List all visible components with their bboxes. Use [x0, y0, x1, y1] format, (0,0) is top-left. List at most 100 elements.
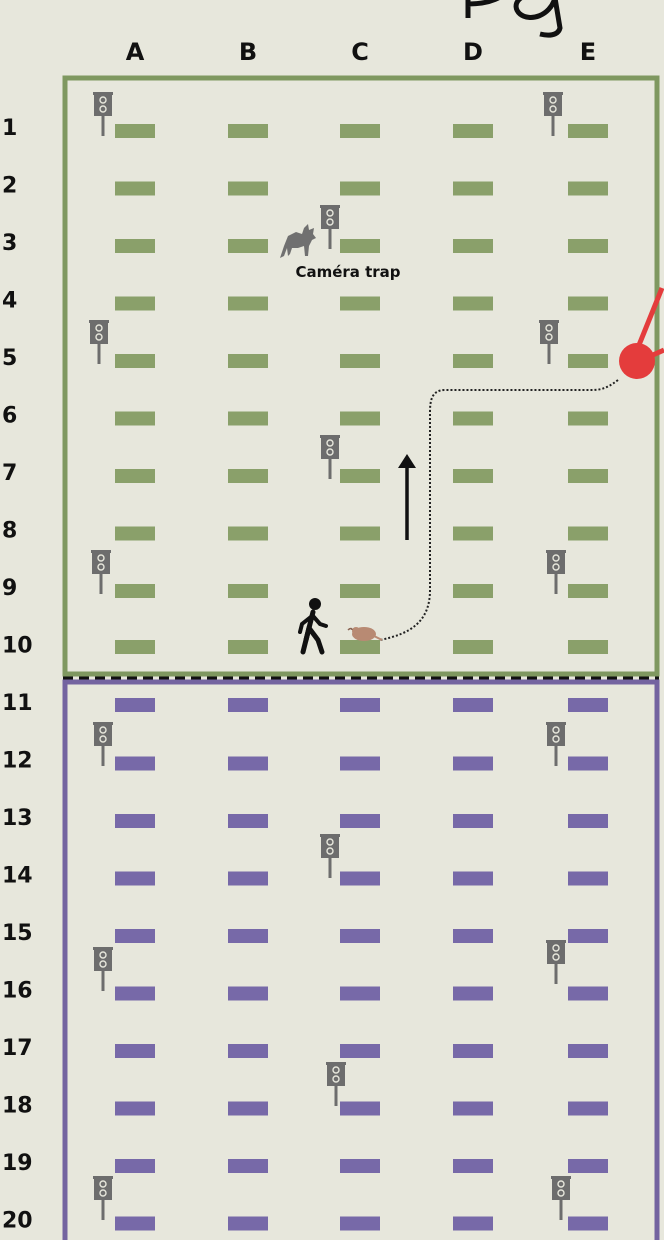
plot-marker	[568, 872, 608, 886]
column-label: E	[580, 38, 596, 66]
plot-marker	[568, 1159, 608, 1173]
plot-marker	[568, 929, 608, 943]
plot-marker	[228, 412, 268, 426]
row-label: 1	[2, 116, 17, 141]
column-label: B	[239, 38, 257, 66]
camera-trap-icon	[89, 320, 109, 364]
plot-marker	[340, 124, 380, 138]
plot-marker	[115, 1217, 155, 1231]
plot-marker	[228, 354, 268, 368]
plot-marker	[568, 1102, 608, 1116]
row-label: 3	[2, 231, 17, 256]
plot-marker	[453, 987, 493, 1001]
plot-marker	[568, 1044, 608, 1058]
plot-marker	[340, 527, 380, 541]
plot-marker	[568, 182, 608, 196]
plot-marker	[453, 698, 493, 712]
camera-trap-icon	[543, 92, 563, 136]
plot-marker	[453, 527, 493, 541]
camera-trap-icon	[546, 550, 566, 594]
row-label: 8	[2, 519, 17, 544]
camera-trap-icon	[326, 1062, 346, 1106]
plot-marker	[115, 124, 155, 138]
column-label: C	[351, 38, 369, 66]
plot-marker	[115, 929, 155, 943]
plot-marker	[453, 640, 493, 654]
plot-marker	[340, 239, 380, 253]
column-label: D	[463, 38, 483, 66]
plot-marker	[453, 929, 493, 943]
plot-marker	[340, 929, 380, 943]
camera-trap-icon	[93, 92, 113, 136]
column-label: A	[126, 38, 145, 66]
row-label: 19	[2, 1151, 33, 1176]
plot-marker	[453, 757, 493, 771]
plot-marker	[228, 469, 268, 483]
plot-marker	[340, 469, 380, 483]
plot-marker	[340, 182, 380, 196]
plot-marker	[340, 297, 380, 311]
plot-marker	[228, 239, 268, 253]
plot-marker	[115, 987, 155, 1001]
camera-trap-icon	[93, 947, 113, 991]
plot-marker	[228, 698, 268, 712]
row-label: 20	[2, 1209, 33, 1234]
plot-marker	[228, 584, 268, 598]
plot-marker	[568, 239, 608, 253]
plot-marker	[228, 987, 268, 1001]
camera-trap-label: Caméra trap	[295, 263, 400, 281]
wolf-icon	[280, 224, 316, 258]
plot-marker	[568, 987, 608, 1001]
plot-marker	[115, 182, 155, 196]
plot-marker	[453, 1102, 493, 1116]
plot-marker	[568, 527, 608, 541]
plot-marker	[115, 872, 155, 886]
plot-marker	[568, 640, 608, 654]
plot-marker	[453, 124, 493, 138]
row-label: 2	[2, 174, 17, 199]
plot-marker	[568, 124, 608, 138]
camera-trap-icon	[546, 940, 566, 984]
plot-marker	[228, 1217, 268, 1231]
row-label: 17	[2, 1036, 33, 1061]
row-label: 7	[2, 461, 17, 486]
cropped-title-fragment	[516, 0, 560, 35]
plot-marker	[340, 412, 380, 426]
plot-marker	[568, 584, 608, 598]
plot-marker	[340, 987, 380, 1001]
row-label: 16	[2, 979, 33, 1004]
plot-marker	[228, 124, 268, 138]
plot-marker	[228, 1044, 268, 1058]
plot-marker	[568, 412, 608, 426]
row-label: 10	[2, 634, 33, 659]
plot-marker	[453, 584, 493, 598]
plot-marker	[568, 354, 608, 368]
cropped-title-fragment	[468, 0, 504, 18]
plot-marker	[115, 527, 155, 541]
plot-marker	[228, 872, 268, 886]
row-label: 11	[2, 691, 33, 716]
camera-trap-icon	[320, 435, 340, 479]
plot-marker	[453, 412, 493, 426]
row-label: 6	[2, 404, 17, 429]
plot-marker	[115, 698, 155, 712]
plot-marker	[228, 929, 268, 943]
row-label: 5	[2, 346, 17, 371]
plot-marker	[115, 1159, 155, 1173]
plot-marker	[568, 469, 608, 483]
plot-marker	[228, 527, 268, 541]
plot-marker	[453, 872, 493, 886]
plot-marker	[340, 1102, 380, 1116]
plot-marker	[568, 698, 608, 712]
plot-marker	[115, 1102, 155, 1116]
plot-marker	[228, 1102, 268, 1116]
plot-marker	[453, 354, 493, 368]
plot-marker	[568, 1217, 608, 1231]
plot-marker	[340, 698, 380, 712]
plot-marker	[340, 757, 380, 771]
camera-trap-icon	[546, 722, 566, 766]
plot-marker	[115, 584, 155, 598]
plot-marker	[115, 757, 155, 771]
